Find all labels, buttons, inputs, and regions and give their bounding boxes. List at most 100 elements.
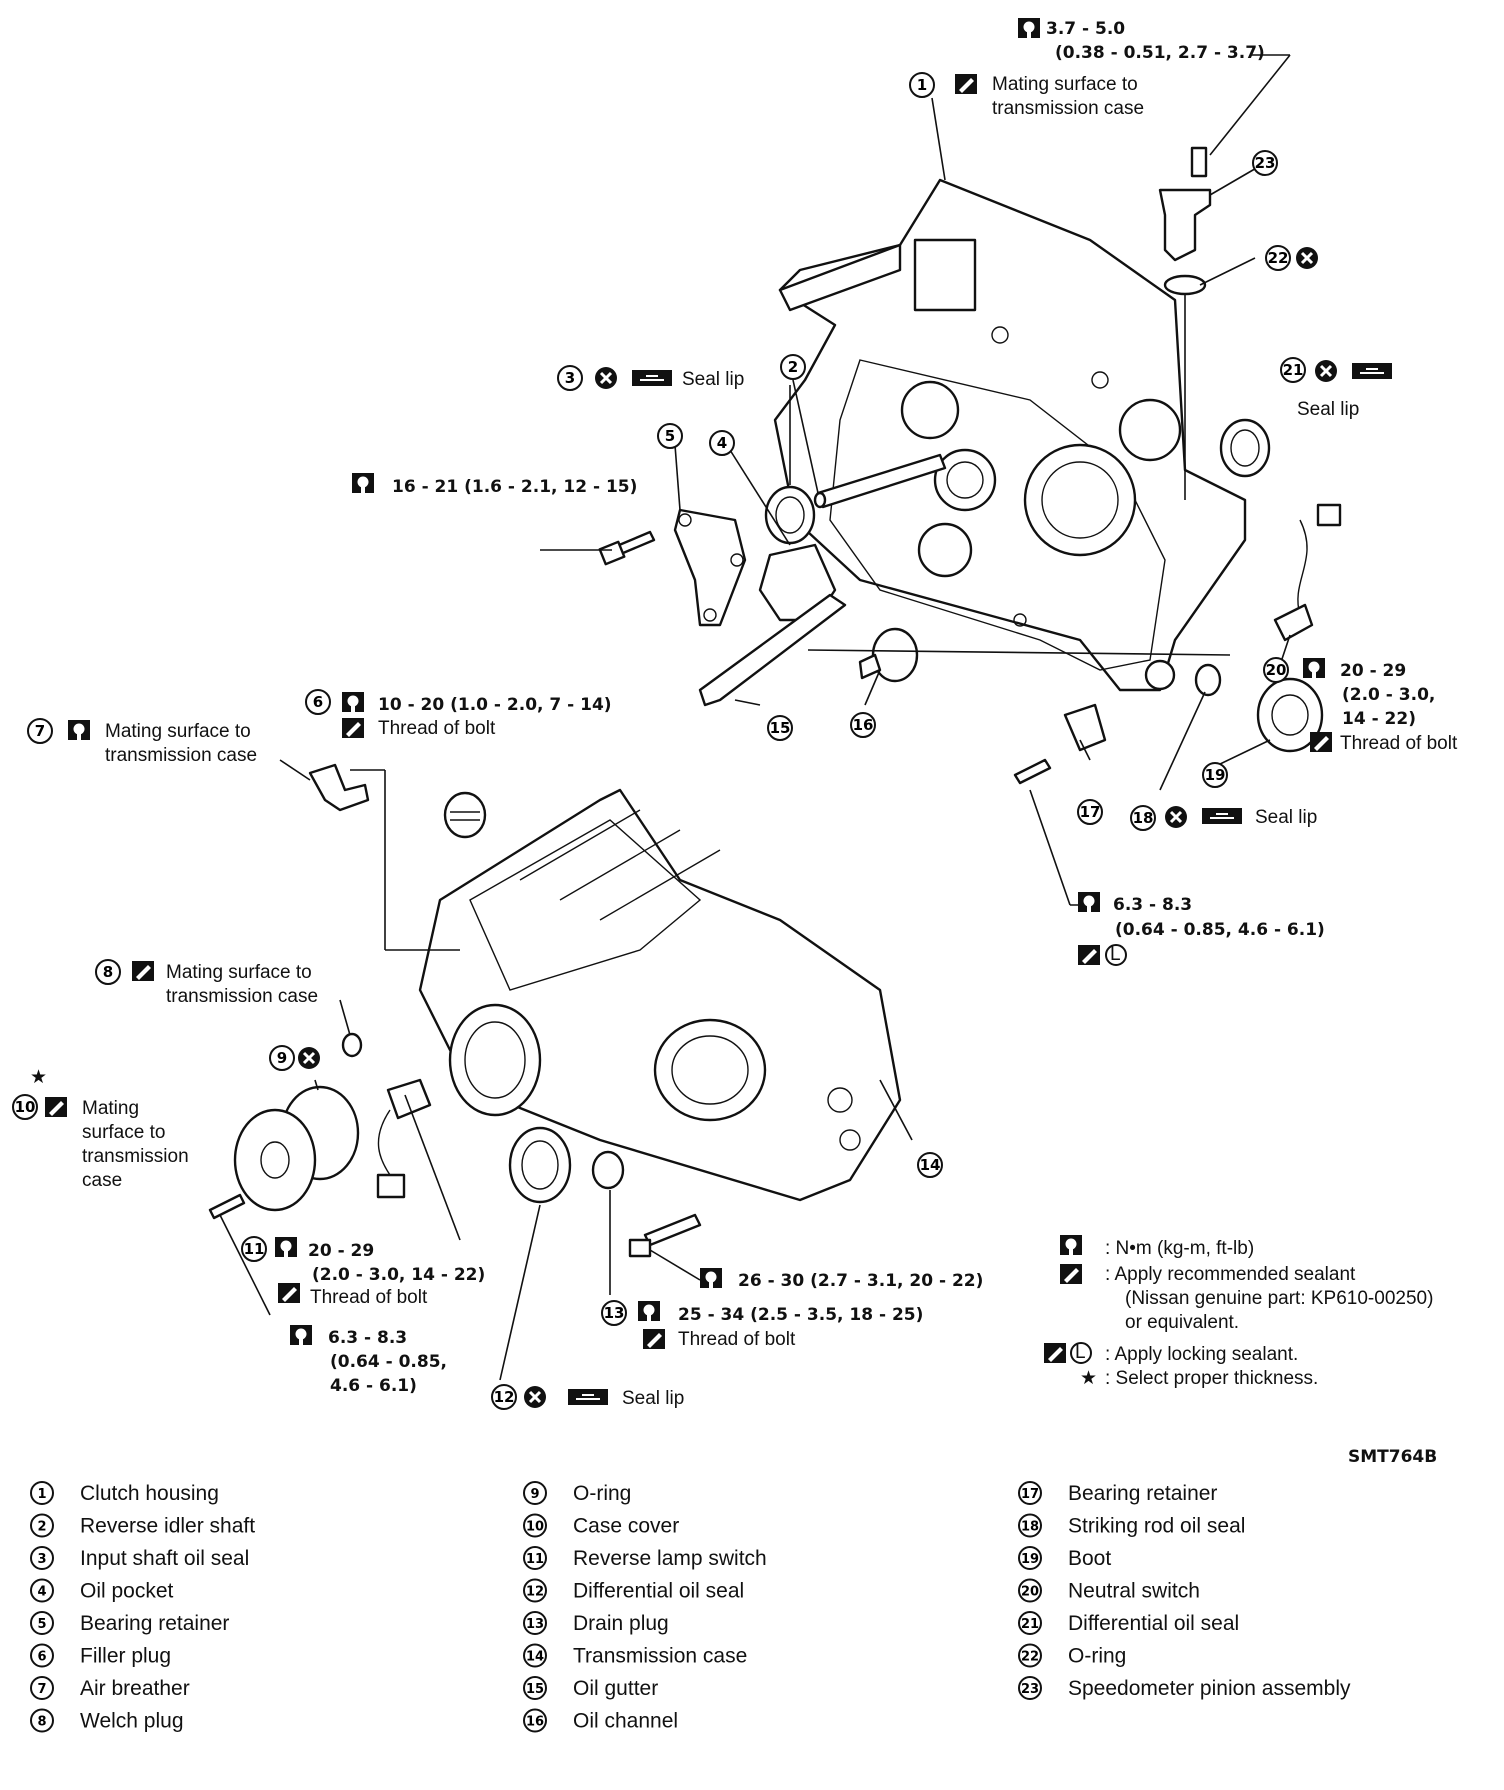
differential-seal-21-drawing <box>1219 418 1271 478</box>
legend-label: Drain plug <box>573 1612 669 1635</box>
torque-icon <box>342 692 364 712</box>
legend-number: 8 <box>37 1715 46 1730</box>
callout-13-torque-b: 25 - 34 (2.5 - 3.5, 18 - 25) <box>678 1305 923 1325</box>
replace-icon <box>522 1384 548 1410</box>
symbol-key: : N•m (kg-m, ft-lb) : Apply recommended … <box>1075 1238 1437 1467</box>
legend-label: Air breather <box>80 1677 190 1700</box>
legend-number: 10 <box>526 1520 544 1535</box>
callout-12-marker: 12 <box>491 1384 517 1410</box>
legend-number: 4 <box>37 1585 46 1600</box>
boot-drawing <box>1256 677 1324 753</box>
callout-20-label: Thread of bolt <box>1340 733 1458 754</box>
svg-text:13: 13 <box>604 1304 625 1322</box>
callout-texts: 3.7 - 5.0 (0.38 - 0.51, 2.7 - 3.7) Matin… <box>30 19 1458 1409</box>
torque-icon <box>1018 18 1040 38</box>
legend-label: Filler plug <box>80 1645 171 1668</box>
callout-20-torque-2: (2.0 - 3.0, <box>1342 685 1435 705</box>
legend-label: Oil pocket <box>80 1580 174 1603</box>
bearing-retainer-drawing <box>673 508 747 627</box>
legend-number: 23 <box>1021 1682 1039 1697</box>
callout-18-label: Seal lip <box>1255 807 1317 828</box>
legend-number-circle <box>523 1578 547 1603</box>
callout-11-torque-b1: 6.3 - 8.3 <box>328 1328 407 1348</box>
bolt-17-drawing <box>1013 758 1052 785</box>
legend-number-circle <box>523 1708 547 1733</box>
legend-number-circle <box>30 1481 54 1505</box>
leader-lines <box>219 54 1291 1381</box>
key-torque-icon <box>1060 1235 1082 1255</box>
reverse-idler-shaft <box>813 453 947 509</box>
callout-11-torque-b2: (0.64 - 0.85, <box>330 1352 447 1372</box>
legend-number: 19 <box>1021 1552 1039 1567</box>
svg-text:3: 3 <box>565 369 575 387</box>
svg-text:6: 6 <box>313 693 323 711</box>
filler-plug-drawing <box>443 791 487 839</box>
legend-number: 12 <box>526 1585 544 1600</box>
torque-icon <box>1303 658 1325 678</box>
legend-number-circle <box>1018 1513 1042 1538</box>
svg-text:1: 1 <box>917 76 927 94</box>
transmission-case-drawing <box>418 788 902 1202</box>
legend-number-circle <box>523 1643 547 1668</box>
legend-number-circle <box>1018 1578 1042 1603</box>
speedometer-pinion-drawing <box>1158 146 1212 296</box>
callout-6-marker: 6 <box>305 689 331 715</box>
key-torque-unit: : N•m (kg-m, ft-lb) <box>1105 1238 1254 1259</box>
callout-17-lock-letter: L <box>1110 944 1121 965</box>
svg-text:7: 7 <box>35 722 45 740</box>
callout-8-line1: Mating surface to <box>166 962 312 983</box>
torque-icon <box>700 1268 722 1288</box>
legend-number-circle <box>30 1578 54 1603</box>
callout-13-label: Thread of bolt <box>678 1329 796 1350</box>
key-sealant-line3: or equivalent. <box>1125 1312 1239 1333</box>
svg-text:2: 2 <box>788 358 798 376</box>
neutral-switch-drawing <box>1273 503 1342 642</box>
seal-lip-icon <box>1201 807 1243 825</box>
svg-text:18: 18 <box>1133 809 1154 827</box>
svg-text:10: 10 <box>15 1098 36 1116</box>
bolt-5-drawing <box>598 530 656 566</box>
replace-icon <box>1294 245 1320 271</box>
callout-8-marker: 8 <box>95 959 121 985</box>
svg-text:22: 22 <box>1268 249 1289 267</box>
sealant-icon <box>45 1097 67 1117</box>
callout-23-marker: 23 <box>1252 150 1278 176</box>
svg-text:23: 23 <box>1255 154 1276 172</box>
callout-4-marker: 4 <box>709 430 735 456</box>
key-sealant-icon <box>1060 1264 1082 1284</box>
callout-22-marker: 22 <box>1265 245 1291 271</box>
callout-1-line2: transmission case <box>992 98 1144 119</box>
striking-rod-seal-drawing <box>1194 663 1222 697</box>
svg-text:5: 5 <box>665 427 675 445</box>
callout-numbers: 1 2 3 4 5 6 7 8 9 10 11 12 13 14 15 16 1… <box>12 72 1306 1410</box>
legend-label: Case cover <box>573 1515 679 1538</box>
bolt-11-drawing <box>208 1193 246 1220</box>
callout-6-torque: 10 - 20 (1.0 - 2.0, 7 - 14) <box>378 695 612 715</box>
svg-text:12: 12 <box>494 1388 515 1406</box>
legend-number-circle <box>523 1611 547 1635</box>
legend-label: O-ring <box>573 1482 631 1505</box>
legend-number-circle <box>1018 1481 1042 1505</box>
key-star-text: : Select proper thickness. <box>1105 1368 1318 1389</box>
callout-5-torque: 16 - 21 (1.6 - 2.1, 12 - 15) <box>392 477 637 497</box>
key-sealant-line1: : Apply recommended sealant <box>1105 1264 1356 1285</box>
sealant-icon <box>278 1283 300 1303</box>
callout-2-marker: 2 <box>780 354 806 380</box>
callout-16-marker: 16 <box>850 712 876 738</box>
svg-text:16: 16 <box>853 716 874 734</box>
legend-number-circle <box>30 1513 54 1538</box>
callout-7-marker: 7 <box>27 718 53 744</box>
svg-text:15: 15 <box>770 719 791 737</box>
callout-10-line2: surface to <box>82 1122 165 1143</box>
reverse-lamp-switch-drawing <box>376 1078 432 1199</box>
legend-number: 21 <box>1021 1617 1039 1632</box>
legend-label: O-ring <box>1068 1645 1126 1668</box>
